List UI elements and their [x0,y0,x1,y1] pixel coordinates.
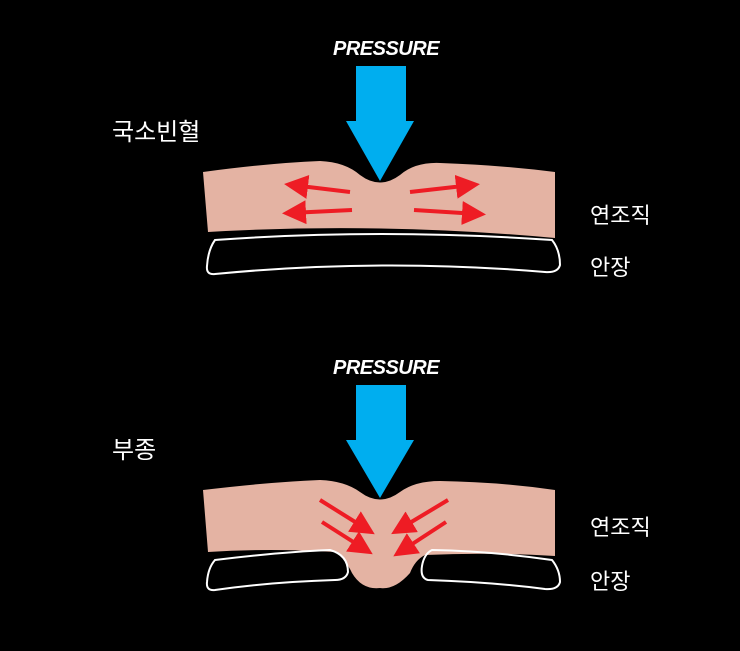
saddle-top [205,233,562,276]
force-arrows-bottom [318,498,450,557]
saddle-label-bottom: 안장 [590,570,631,595]
soft-tissue-label-top: 연조직 [590,204,651,229]
soft-tissue-label-bottom: 연조직 [590,516,651,541]
saddle-label-top: 안장 [590,256,631,281]
panel-title-ischemia: 국소빈혈 [112,118,201,146]
pressure-arrow-top [346,66,414,181]
saddle-right-bottom [420,548,562,591]
soft-tissue-bottom [203,480,555,589]
saddle-left-bottom [205,548,350,592]
pressure-label-bottom: PRESSURE [333,357,440,379]
panel-title-edema: 부종 [112,436,157,464]
force-arrows-top [282,174,486,225]
pressure-arrow-bottom [346,385,414,498]
pressure-label-top: PRESSURE [333,38,440,60]
